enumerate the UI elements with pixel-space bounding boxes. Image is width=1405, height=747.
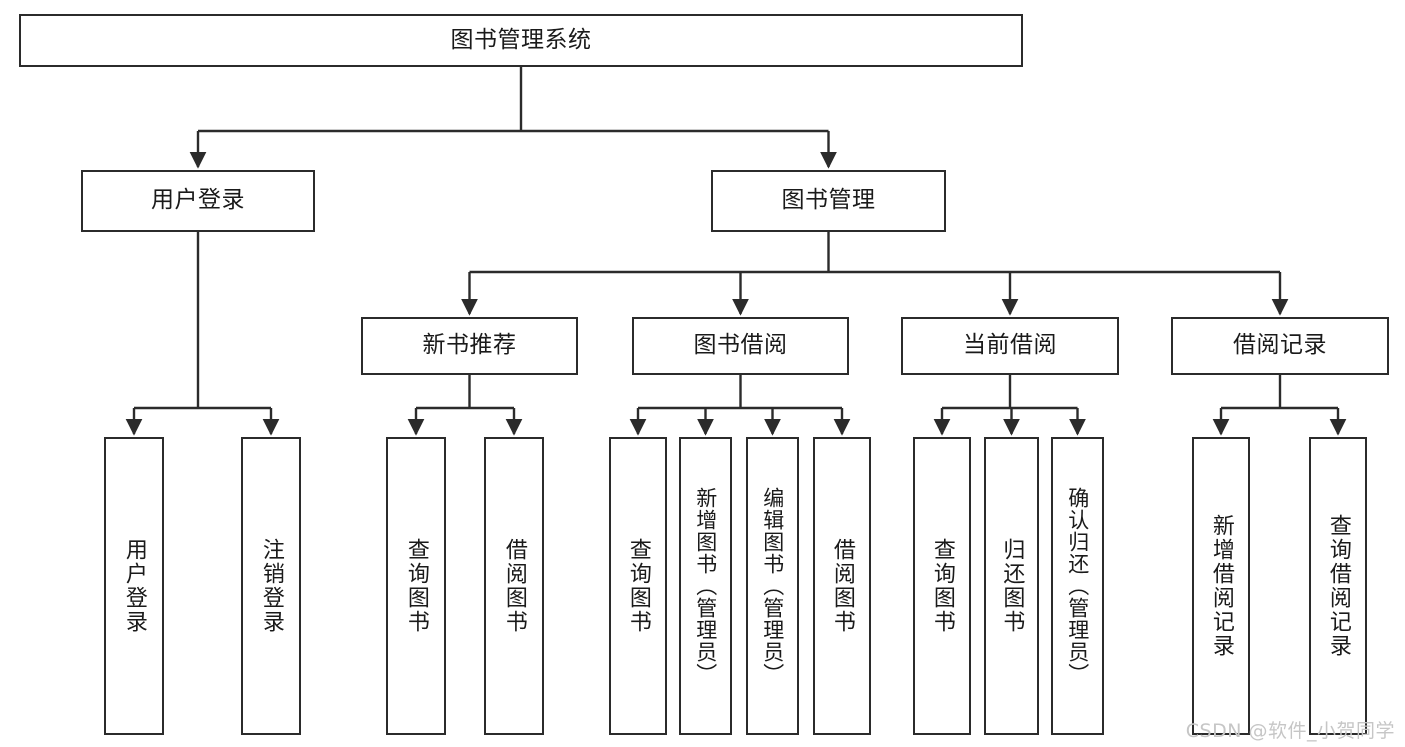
node-leaf-edit-book-admin[interactable]: 编辑图书（管理员）: [746, 437, 799, 735]
node-leaf-return-book[interactable]: 归还图书: [984, 437, 1039, 735]
node-user-login-label: 用户登录: [151, 187, 245, 214]
node-leaf-query-borrow-record-label: 查询借阅记录: [1325, 514, 1351, 658]
node-leaf-user-logout[interactable]: 注销登录: [241, 437, 301, 735]
node-leaf-query-book-rec[interactable]: 查询图书: [386, 437, 446, 735]
node-leaf-query-book-borrow-label: 查询图书: [625, 538, 651, 634]
node-root-root-label: 图书管理系统: [450, 26, 592, 53]
node-leaf-borrow-book-label: 借阅图书: [829, 538, 855, 634]
node-book-borrow[interactable]: 图书借阅: [632, 317, 849, 375]
node-leaf-return-book-label: 归还图书: [999, 538, 1025, 634]
node-leaf-confirm-return-admin[interactable]: 确认归还（管理员）: [1051, 437, 1104, 735]
node-book-borrow-label: 图书借阅: [693, 332, 788, 359]
node-leaf-user-login[interactable]: 用户登录: [104, 437, 164, 735]
node-leaf-query-book-rec-label: 查询图书: [403, 538, 429, 634]
csdn-watermark: CSDN @软件_小贺同学: [1185, 720, 1395, 742]
node-new-book-recommend-label: 新书推荐: [422, 332, 517, 359]
node-leaf-borrow-book[interactable]: 借阅图书: [813, 437, 871, 735]
node-borrow-record-label: 借阅记录: [1233, 332, 1327, 359]
node-leaf-user-login-label: 用户登录: [121, 538, 147, 634]
node-current-borrow-label: 当前借阅: [963, 332, 1057, 359]
node-leaf-borrow-book-rec[interactable]: 借阅图书: [484, 437, 544, 735]
node-leaf-add-book-admin-label: 新增图书（管理员）: [693, 487, 718, 685]
node-leaf-query-book-current-label: 查询图书: [929, 538, 955, 634]
node-leaf-user-logout-label: 注销登录: [258, 538, 284, 634]
node-book-manage[interactable]: 图书管理: [711, 170, 946, 232]
node-leaf-edit-book-admin-label: 编辑图书（管理员）: [760, 487, 785, 685]
node-leaf-query-book-current[interactable]: 查询图书: [913, 437, 971, 735]
node-current-borrow[interactable]: 当前借阅: [901, 317, 1119, 375]
node-leaf-borrow-book-rec-label: 借阅图书: [501, 538, 527, 634]
node-leaf-add-borrow-record-label: 新增借阅记录: [1208, 514, 1234, 658]
node-borrow-record[interactable]: 借阅记录: [1171, 317, 1389, 375]
node-leaf-add-book-admin[interactable]: 新增图书（管理员）: [679, 437, 732, 735]
node-new-book-recommend[interactable]: 新书推荐: [361, 317, 578, 375]
node-user-login[interactable]: 用户登录: [81, 170, 315, 232]
node-root-root[interactable]: 图书管理系统: [19, 14, 1023, 67]
node-leaf-add-borrow-record[interactable]: 新增借阅记录: [1192, 437, 1250, 735]
node-leaf-confirm-return-admin-label: 确认归还（管理员）: [1065, 487, 1090, 685]
node-leaf-query-borrow-record[interactable]: 查询借阅记录: [1309, 437, 1367, 735]
node-leaf-query-book-borrow[interactable]: 查询图书: [609, 437, 667, 735]
node-book-manage-label: 图书管理: [781, 187, 876, 214]
